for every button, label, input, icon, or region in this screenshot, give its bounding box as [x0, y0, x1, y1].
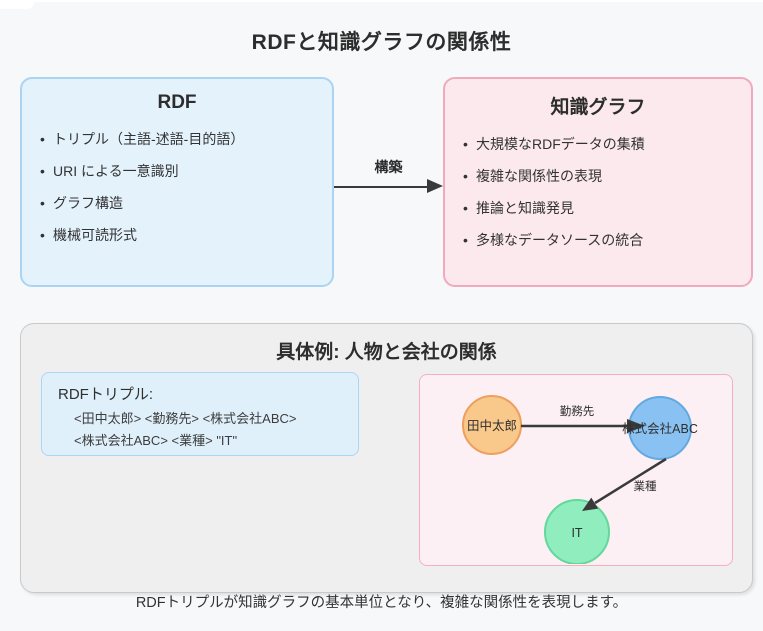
build-arrow-head-icon [427, 179, 443, 193]
top-left-notch [0, 0, 34, 9]
build-arrow-label: 構築 [374, 159, 403, 175]
rdf-bullet-1: URI による一意識別 [40, 155, 322, 187]
example-panel: 具体例: 人物と会社の関係 RDFトリプル: <田中太郎> <勤務先> <株式会… [20, 323, 753, 593]
rdf-bullet-3: 機械可読形式 [40, 219, 322, 251]
rdf-card: RDF トリプル（主語-述語-目的語） URI による一意識別 グラフ構造 機械… [20, 77, 334, 287]
node-person-label: 田中太郎 [467, 418, 517, 433]
graph-svg: 勤務先 業種 田中太郎 株式会社ABC IT [462, 395, 698, 564]
build-arrow-line [334, 185, 429, 188]
kg-bullet-3: 多様なデータソースの統合 [463, 224, 741, 256]
knowledge-graph-card: 知識グラフ 大規模なRDFデータの集積 複雑な関係性の表現 推論と知識発見 多様… [443, 77, 753, 287]
edge-works-at-label: 勤務先 [560, 404, 595, 418]
rdf-bullet-2: グラフ構造 [40, 187, 322, 219]
node-industry-label: IT [571, 526, 582, 540]
edge-industry-arrowhead-icon [582, 497, 599, 511]
rdf-bullet-0: トリプル（主語-述語-目的語） [40, 123, 322, 155]
page-title: RDFと知識グラフの関係性 [251, 31, 512, 54]
node-industry-circle [544, 499, 610, 564]
knowledge-graph-bullet-list: 大規模なRDFデータの集積 複雑な関係性の表現 推論と知識発見 多様なデータソー… [445, 128, 751, 256]
edge-works-at-arrowhead-icon [627, 419, 645, 433]
top-hairline [0, 0, 763, 2]
edge-industry-label: 業種 [634, 479, 657, 493]
node-company-label: 株式会社ABC [622, 421, 698, 436]
knowledge-graph-box: 勤務先 業種 田中太郎 株式会社ABC IT [419, 374, 733, 566]
kg-bullet-2: 推論と知識発見 [463, 192, 741, 224]
triples-heading: RDFトリプル: [58, 386, 153, 403]
triple-line-1: <株式会社ABC> <業種> "IT" [74, 433, 238, 448]
rdf-card-bullet-list: トリプル（主語-述語-目的語） URI による一意識別 グラフ構造 機械可読形式 [22, 123, 332, 251]
footer-caption: RDFトリプルが知識グラフの基本単位となり、複雑な関係性を表現します。 [135, 595, 628, 611]
edge-industry-line [594, 457, 667, 505]
triple-line-0: <田中太郎> <勤務先> <株式会社ABC> [74, 411, 297, 426]
example-title: 具体例: 人物と会社の関係 [276, 342, 497, 363]
kg-bullet-0: 大規模なRDFデータの集積 [463, 128, 741, 160]
rdf-card-title: RDF [157, 92, 197, 113]
kg-bullet-1: 複雑な関係性の表現 [463, 160, 741, 192]
knowledge-graph-card-title: 知識グラフ [550, 97, 646, 118]
rdf-triples-box: RDFトリプル: <田中太郎> <勤務先> <株式会社ABC> <株式会社ABC… [41, 372, 359, 456]
build-arrow: 構築 [334, 155, 443, 201]
